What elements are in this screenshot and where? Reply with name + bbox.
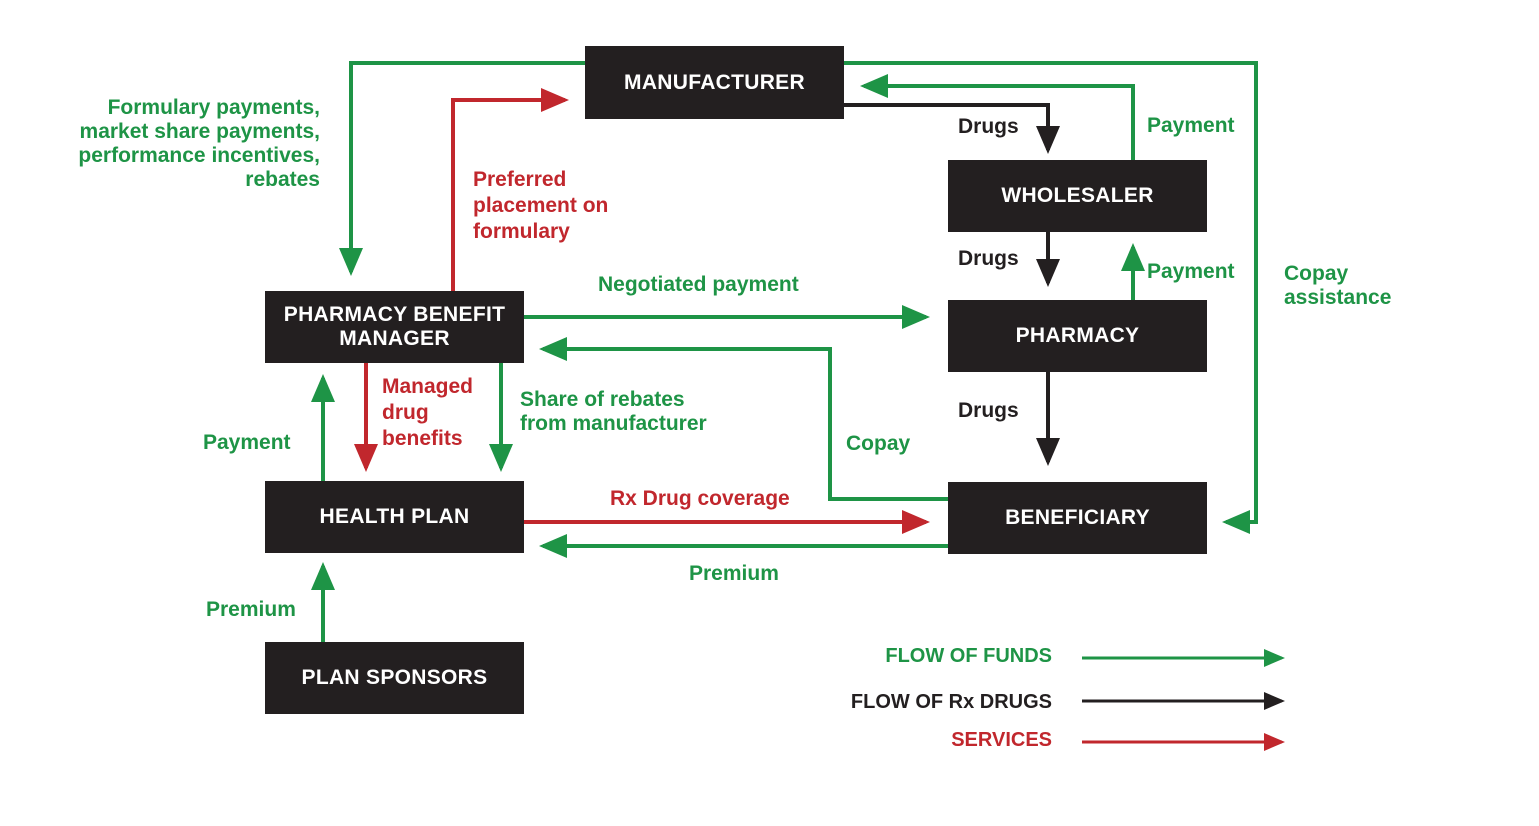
drugs-label-pharmacy-beneficiary: Drugs: [958, 399, 1019, 422]
arrow-copay: [539, 337, 948, 501]
drugs-label-wholesaler-pharmacy: Drugs: [958, 247, 1019, 270]
pbm-label-line1: PHARMACY BENEFIT: [283, 303, 506, 326]
premium-label-sponsors: Premium: [206, 598, 296, 621]
beneficiary-box: BENEFICIARY: [948, 482, 1207, 554]
plan-sponsors-label: PLAN SPONSORS: [301, 666, 488, 689]
drugs-label-manufacturer-wholesaler: Drugs: [958, 115, 1019, 138]
legend-services-label: SERVICES: [951, 729, 1052, 751]
preferred-placement-label: Preferred placement on formulary: [473, 168, 609, 243]
payment-label-health-plan-pbm: Payment: [203, 431, 291, 454]
legend-funds-label: FLOW OF FUNDS: [885, 645, 1052, 667]
arrow-formulary-payments: [339, 61, 585, 276]
arrow-preferred-placement: [451, 88, 569, 291]
payment-label-pharmacy-wholesaler: Payment: [1147, 260, 1235, 283]
manufacturer-label: MANUFACTURER: [624, 70, 805, 94]
pharmacy-box: PHARMACY: [948, 300, 1207, 372]
copay-assistance-label: Copay assistance: [1284, 262, 1392, 309]
pbm-box: PHARMACY BENEFIT MANAGER: [265, 291, 524, 363]
share-of-rebates-label: Share of rebates from manufacturer: [520, 388, 707, 435]
copay-label: Copay: [846, 432, 911, 455]
pharmacy-label: PHARMACY: [1015, 324, 1140, 347]
plan-sponsors-box: PLAN SPONSORS: [265, 642, 524, 714]
arrow-copay-assistance: [843, 61, 1258, 534]
wholesaler-box: WHOLESALER: [948, 160, 1207, 232]
wholesaler-label: WHOLESALER: [1001, 184, 1154, 207]
managed-drug-benefits-label: Managed drug benefits: [382, 375, 474, 450]
health-plan-label: HEALTH PLAN: [319, 505, 470, 528]
pbm-label-line2: MANAGER: [339, 327, 450, 350]
payment-label-wholesaler-manufacturer: Payment: [1147, 114, 1235, 137]
premium-label-beneficiary: Premium: [689, 562, 779, 585]
rx-drug-coverage-label: Rx Drug coverage: [610, 487, 790, 510]
arrow-drugs-manufacturer-wholesaler: [843, 103, 1060, 154]
manufacturer-box: MANUFACTURER: [585, 46, 844, 119]
arrow-payment-wholesaler-manufacturer: [860, 74, 1135, 160]
beneficiary-label: BENEFICIARY: [1005, 506, 1150, 529]
health-plan-box: HEALTH PLAN: [265, 481, 524, 553]
negotiated-payment-label: Negotiated payment: [598, 273, 799, 296]
formulary-payments-label: Formulary payments, market share payment…: [78, 96, 320, 191]
legend-drugs-label: FLOW OF Rx DRUGS: [850, 691, 1052, 713]
